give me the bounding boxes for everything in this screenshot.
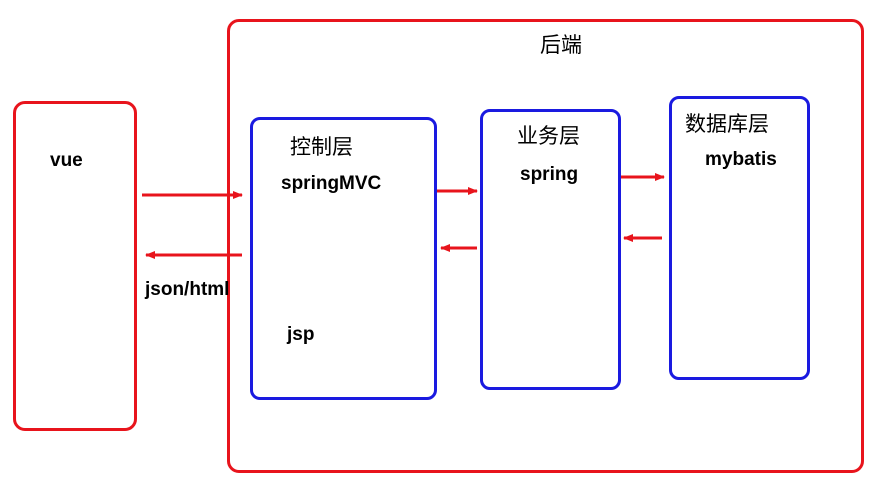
response-format-label: json/html bbox=[145, 279, 230, 300]
backend-title: 后端 bbox=[540, 33, 582, 57]
database-layer-box bbox=[669, 96, 810, 380]
service-framework-label: spring bbox=[520, 164, 579, 185]
controller-view-label: jsp bbox=[287, 324, 315, 345]
frontend-box bbox=[13, 101, 137, 431]
database-framework-label: mybatis bbox=[705, 149, 777, 170]
service-layer-title: 业务层 bbox=[517, 124, 580, 148]
controller-layer-box bbox=[250, 117, 437, 400]
service-layer-box bbox=[480, 109, 621, 390]
controller-layer-title: 控制层 bbox=[290, 135, 353, 159]
frontend-label: vue bbox=[50, 150, 83, 171]
controller-framework-label: springMVC bbox=[281, 173, 382, 194]
database-layer-title: 数据库层 bbox=[685, 112, 769, 136]
